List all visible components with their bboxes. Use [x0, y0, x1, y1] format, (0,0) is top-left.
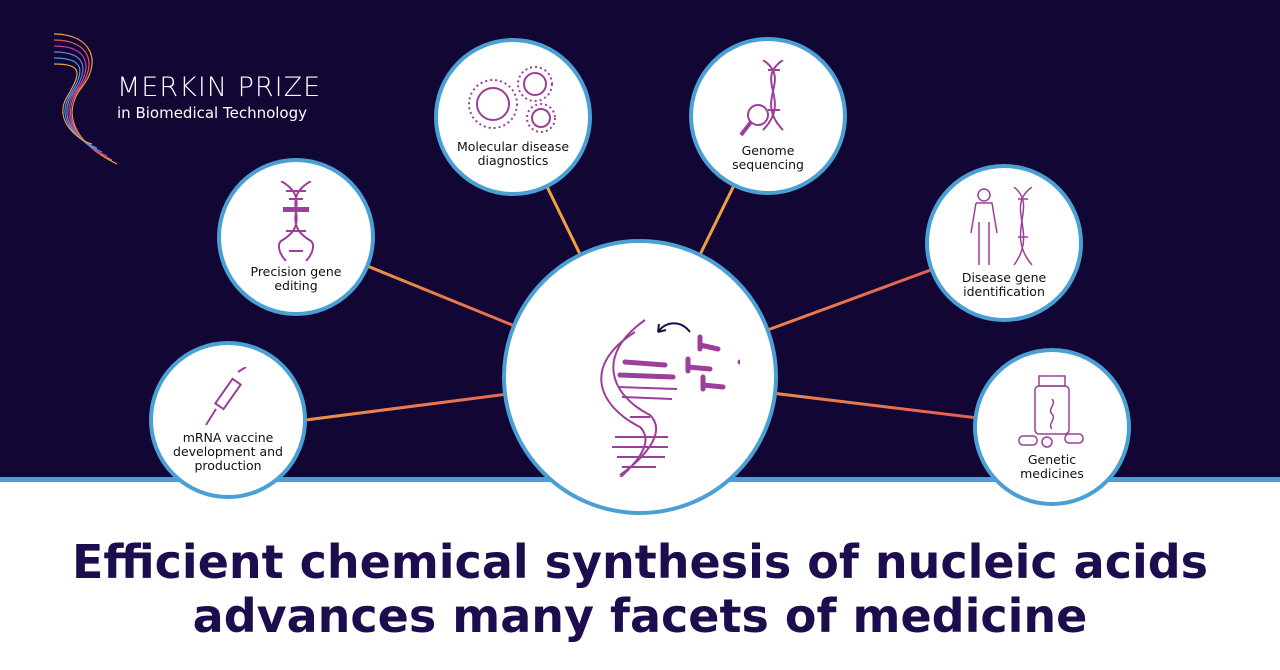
logo-subtitle: in Biomedical Technology: [117, 104, 308, 122]
node-mrna-vaccine: mRNA vaccine development and production: [149, 341, 307, 499]
node-label: Genome sequencing: [732, 143, 804, 172]
headline-line-1: Efficient chemical synthesis of nucleic …: [71, 535, 1209, 589]
node-label: Molecular disease diagnostics: [456, 139, 570, 168]
virus-icon: [468, 66, 556, 133]
node-label: Genetic medicines: [1020, 451, 1084, 481]
headline-line-2: advances many facets of medicine: [192, 589, 1088, 643]
node-disease-gene-identification: Disease gene identification: [925, 164, 1083, 322]
human-dna-icon: [970, 187, 1033, 266]
logo-title: MERKIN PRIZE: [117, 72, 322, 103]
syringe-icon: [205, 367, 247, 426]
node-label: Disease gene identification: [961, 270, 1047, 299]
headline: Efficient chemical synthesis of nucleic …: [0, 535, 1280, 643]
pill-bottle-icon: [1018, 374, 1084, 448]
node-precision-gene-editing: Precision gene editing: [217, 158, 375, 316]
merkin-logo-icon: [53, 33, 118, 165]
center-circle: [502, 239, 778, 515]
dna-icon: [277, 181, 315, 261]
dna-synthesis-icon: [600, 319, 740, 477]
node-genetic-medicines: Genetic medicines: [973, 348, 1131, 506]
node-label: Precision gene editing: [250, 264, 342, 293]
node-label: mRNA vaccine development and production: [173, 430, 283, 473]
node-genome-sequencing: Genome sequencing: [689, 37, 847, 195]
node-molecular-diagnostics: Molecular disease diagnostics: [434, 38, 592, 196]
dna-magnifier-icon: [739, 60, 784, 137]
